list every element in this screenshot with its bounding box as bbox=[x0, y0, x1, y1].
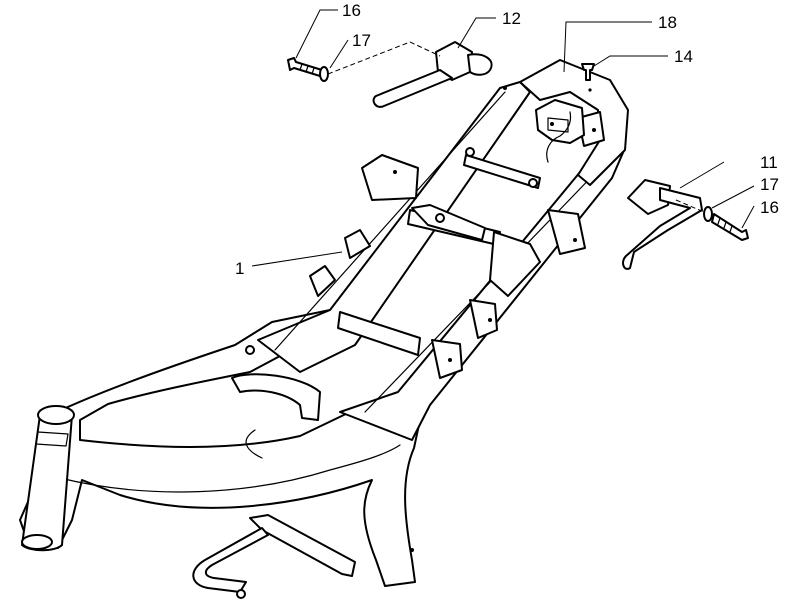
leader-14 bbox=[593, 55, 668, 67]
frame-post bbox=[465, 147, 475, 157]
assembly-line-right-bolt bbox=[675, 199, 705, 213]
frame-hole bbox=[410, 548, 414, 552]
frame-cross-member-front bbox=[231, 373, 321, 421]
bolt-16-upper-thread bbox=[299, 63, 315, 75]
mount-tab-1 bbox=[361, 154, 419, 201]
bracket-12-peg bbox=[372, 69, 453, 108]
frame-post bbox=[435, 213, 445, 223]
mount-tab-4 bbox=[489, 231, 541, 297]
assembly-line-upper-bolt bbox=[327, 41, 441, 75]
callout-17b: 17 bbox=[760, 175, 779, 194]
stand-pivot bbox=[236, 589, 246, 599]
bolt-16-upper bbox=[287, 57, 323, 77]
leader-17b bbox=[711, 185, 755, 209]
callout-11: 11 bbox=[760, 153, 778, 172]
part-11-footrest-bracket-right bbox=[622, 179, 703, 270]
callout-16a: 16 bbox=[342, 1, 361, 20]
screw-14-hole bbox=[588, 88, 592, 92]
leader-1 bbox=[251, 251, 343, 267]
stand-loop bbox=[192, 527, 269, 593]
frame-hole bbox=[573, 238, 577, 242]
mount-tab-7 bbox=[547, 209, 586, 255]
main-frame bbox=[19, 59, 629, 599]
frame-left-rail-edge bbox=[274, 91, 506, 351]
frame-right-rail-edge bbox=[364, 167, 601, 413]
frame-post bbox=[528, 178, 538, 188]
part-12-footrest-bracket-left bbox=[372, 41, 493, 108]
part-18-wire-clip bbox=[546, 111, 572, 163]
leader-11 bbox=[679, 161, 725, 189]
mount-tab-6 bbox=[431, 339, 463, 379]
leader-17a bbox=[329, 39, 349, 69]
callout-16b: 16 bbox=[760, 198, 779, 217]
steering-tube-clamp bbox=[35, 431, 69, 447]
steering-tube-bottom bbox=[21, 534, 53, 550]
seat-bracket-slot bbox=[547, 117, 569, 133]
seat-bracket bbox=[535, 99, 585, 144]
washer-17-upper bbox=[319, 66, 329, 82]
steering-tube-top bbox=[37, 405, 75, 425]
frame-bracket-plate bbox=[411, 204, 486, 241]
frame-cross-member-mid bbox=[337, 311, 421, 356]
frame-body-crease-2 bbox=[245, 429, 263, 459]
bolt-16-right-thread bbox=[717, 217, 733, 233]
washer-17-right bbox=[703, 206, 713, 222]
screw-14 bbox=[581, 63, 595, 81]
frame-hole bbox=[592, 128, 596, 132]
bolt-washer-set-upper bbox=[287, 57, 329, 82]
callout-17a: 17 bbox=[352, 31, 371, 50]
mount-tab-3 bbox=[309, 265, 336, 297]
mount-tab-2 bbox=[344, 229, 371, 259]
leader-18 bbox=[563, 21, 652, 73]
frame-lower-body bbox=[19, 309, 441, 587]
frame-hole bbox=[488, 318, 492, 322]
bracket-12-disc bbox=[467, 53, 493, 76]
frame-post bbox=[245, 345, 255, 355]
leader-16b bbox=[741, 205, 755, 229]
callout-14: 14 bbox=[674, 47, 693, 66]
frame-cross-member-rear bbox=[463, 154, 541, 189]
frame-hole bbox=[393, 170, 397, 174]
leader-12 bbox=[457, 17, 496, 49]
bolt-washer-set-right bbox=[703, 206, 749, 241]
frame-rear-box bbox=[519, 59, 629, 186]
stand-bracket bbox=[249, 514, 356, 577]
frame-hole bbox=[448, 358, 452, 362]
callout-1: 1 bbox=[235, 259, 244, 278]
bolt-16-right bbox=[711, 213, 749, 241]
bracket-11-arm bbox=[622, 187, 703, 270]
frame-body-crease bbox=[59, 444, 401, 493]
part-14-screw bbox=[581, 63, 595, 81]
frame-hole bbox=[550, 122, 554, 126]
mount-tab-5 bbox=[469, 299, 498, 339]
callout-12: 12 bbox=[502, 9, 521, 28]
leader-16a bbox=[295, 9, 338, 59]
callout-18: 18 bbox=[658, 13, 677, 32]
frame-hole bbox=[503, 86, 507, 90]
